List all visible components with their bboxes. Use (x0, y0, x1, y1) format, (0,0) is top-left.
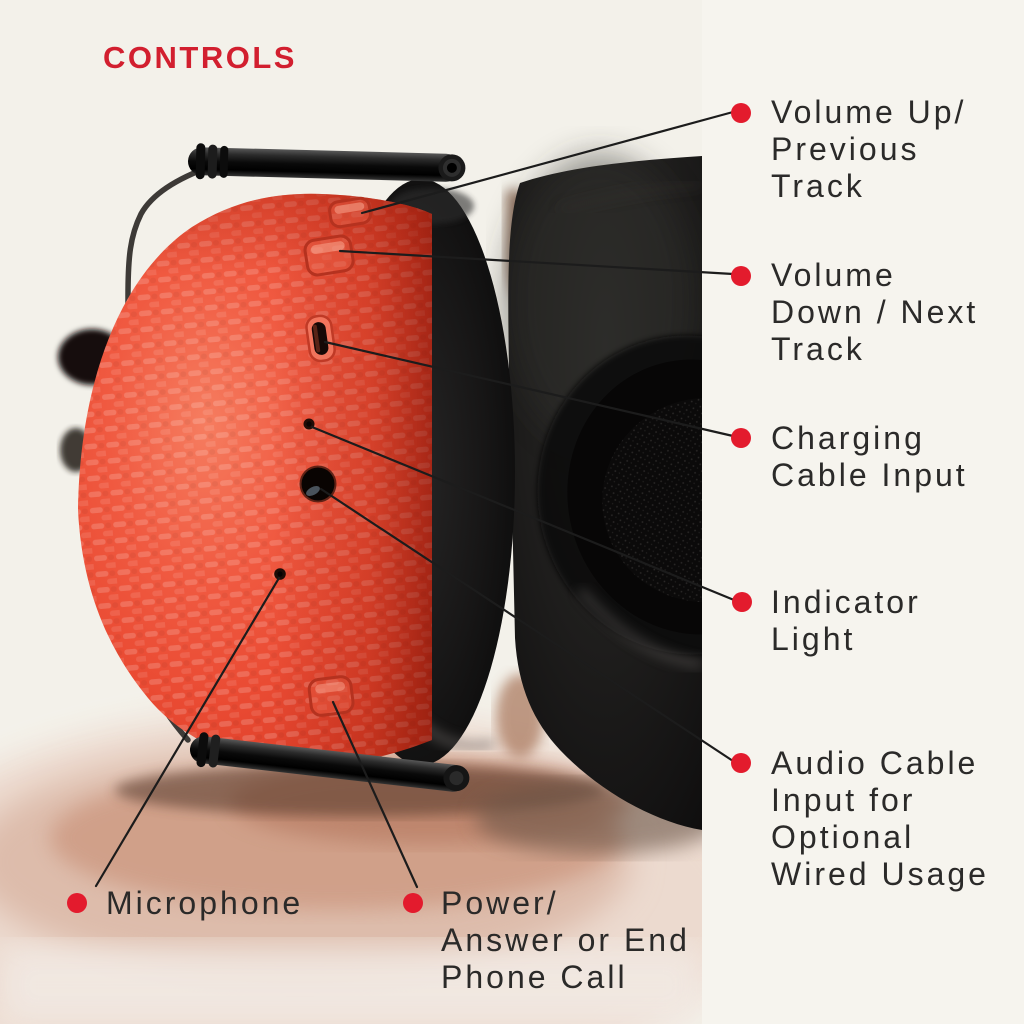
far-ear-cushion (505, 155, 702, 830)
leader-line-volume-up-button (360, 110, 735, 215)
callout-label-microphone-hole: Microphone (106, 885, 304, 921)
leader-lines (94, 110, 736, 889)
callout-bullet-volume-down-button (731, 266, 751, 286)
callout-label-indicator-light: Indicator Light (771, 584, 921, 657)
headband-top-rod (187, 143, 466, 182)
leader-line-audio-input (319, 487, 735, 763)
ear-cup (78, 193, 432, 767)
foam-insert (602, 397, 702, 603)
microphone-hole (274, 568, 286, 580)
callout-label-volume-down-button: Volume Down / Next Track (771, 257, 979, 367)
label-column-background (702, 0, 1024, 1024)
callout-label-power-button: Power/ Answer or End Phone Call (441, 885, 690, 995)
leader-line-microphone-hole (94, 576, 281, 888)
callout-label-charging-port: Charging Cable Input (771, 420, 968, 493)
callout-label-volume-up-button: Volume Up/ Previous Track (771, 94, 967, 204)
leader-line-power-button (331, 700, 419, 889)
leader-line-indicator-light (310, 425, 736, 602)
surface-shading (0, 710, 702, 1024)
callout-bullet-microphone-hole (67, 893, 87, 913)
power-button (307, 675, 355, 717)
callout-bullet-audio-input (731, 753, 751, 773)
callout-bullet-power-button (403, 893, 423, 913)
callout-label-audio-input: Audio Cable Input for Optional Wired Usa… (771, 745, 989, 892)
volume-up-button (328, 196, 372, 229)
callout-bullet-charging-port (731, 428, 751, 448)
page-title: CONTROLS (103, 40, 297, 75)
neckband-bottom-rod (189, 732, 470, 792)
charging-port (305, 314, 336, 363)
callout-bullet-indicator-light (732, 592, 752, 612)
callout-bullet-volume-up-button (731, 103, 751, 123)
leader-line-charging-port (323, 340, 735, 438)
leader-line-volume-down-button (338, 249, 735, 276)
